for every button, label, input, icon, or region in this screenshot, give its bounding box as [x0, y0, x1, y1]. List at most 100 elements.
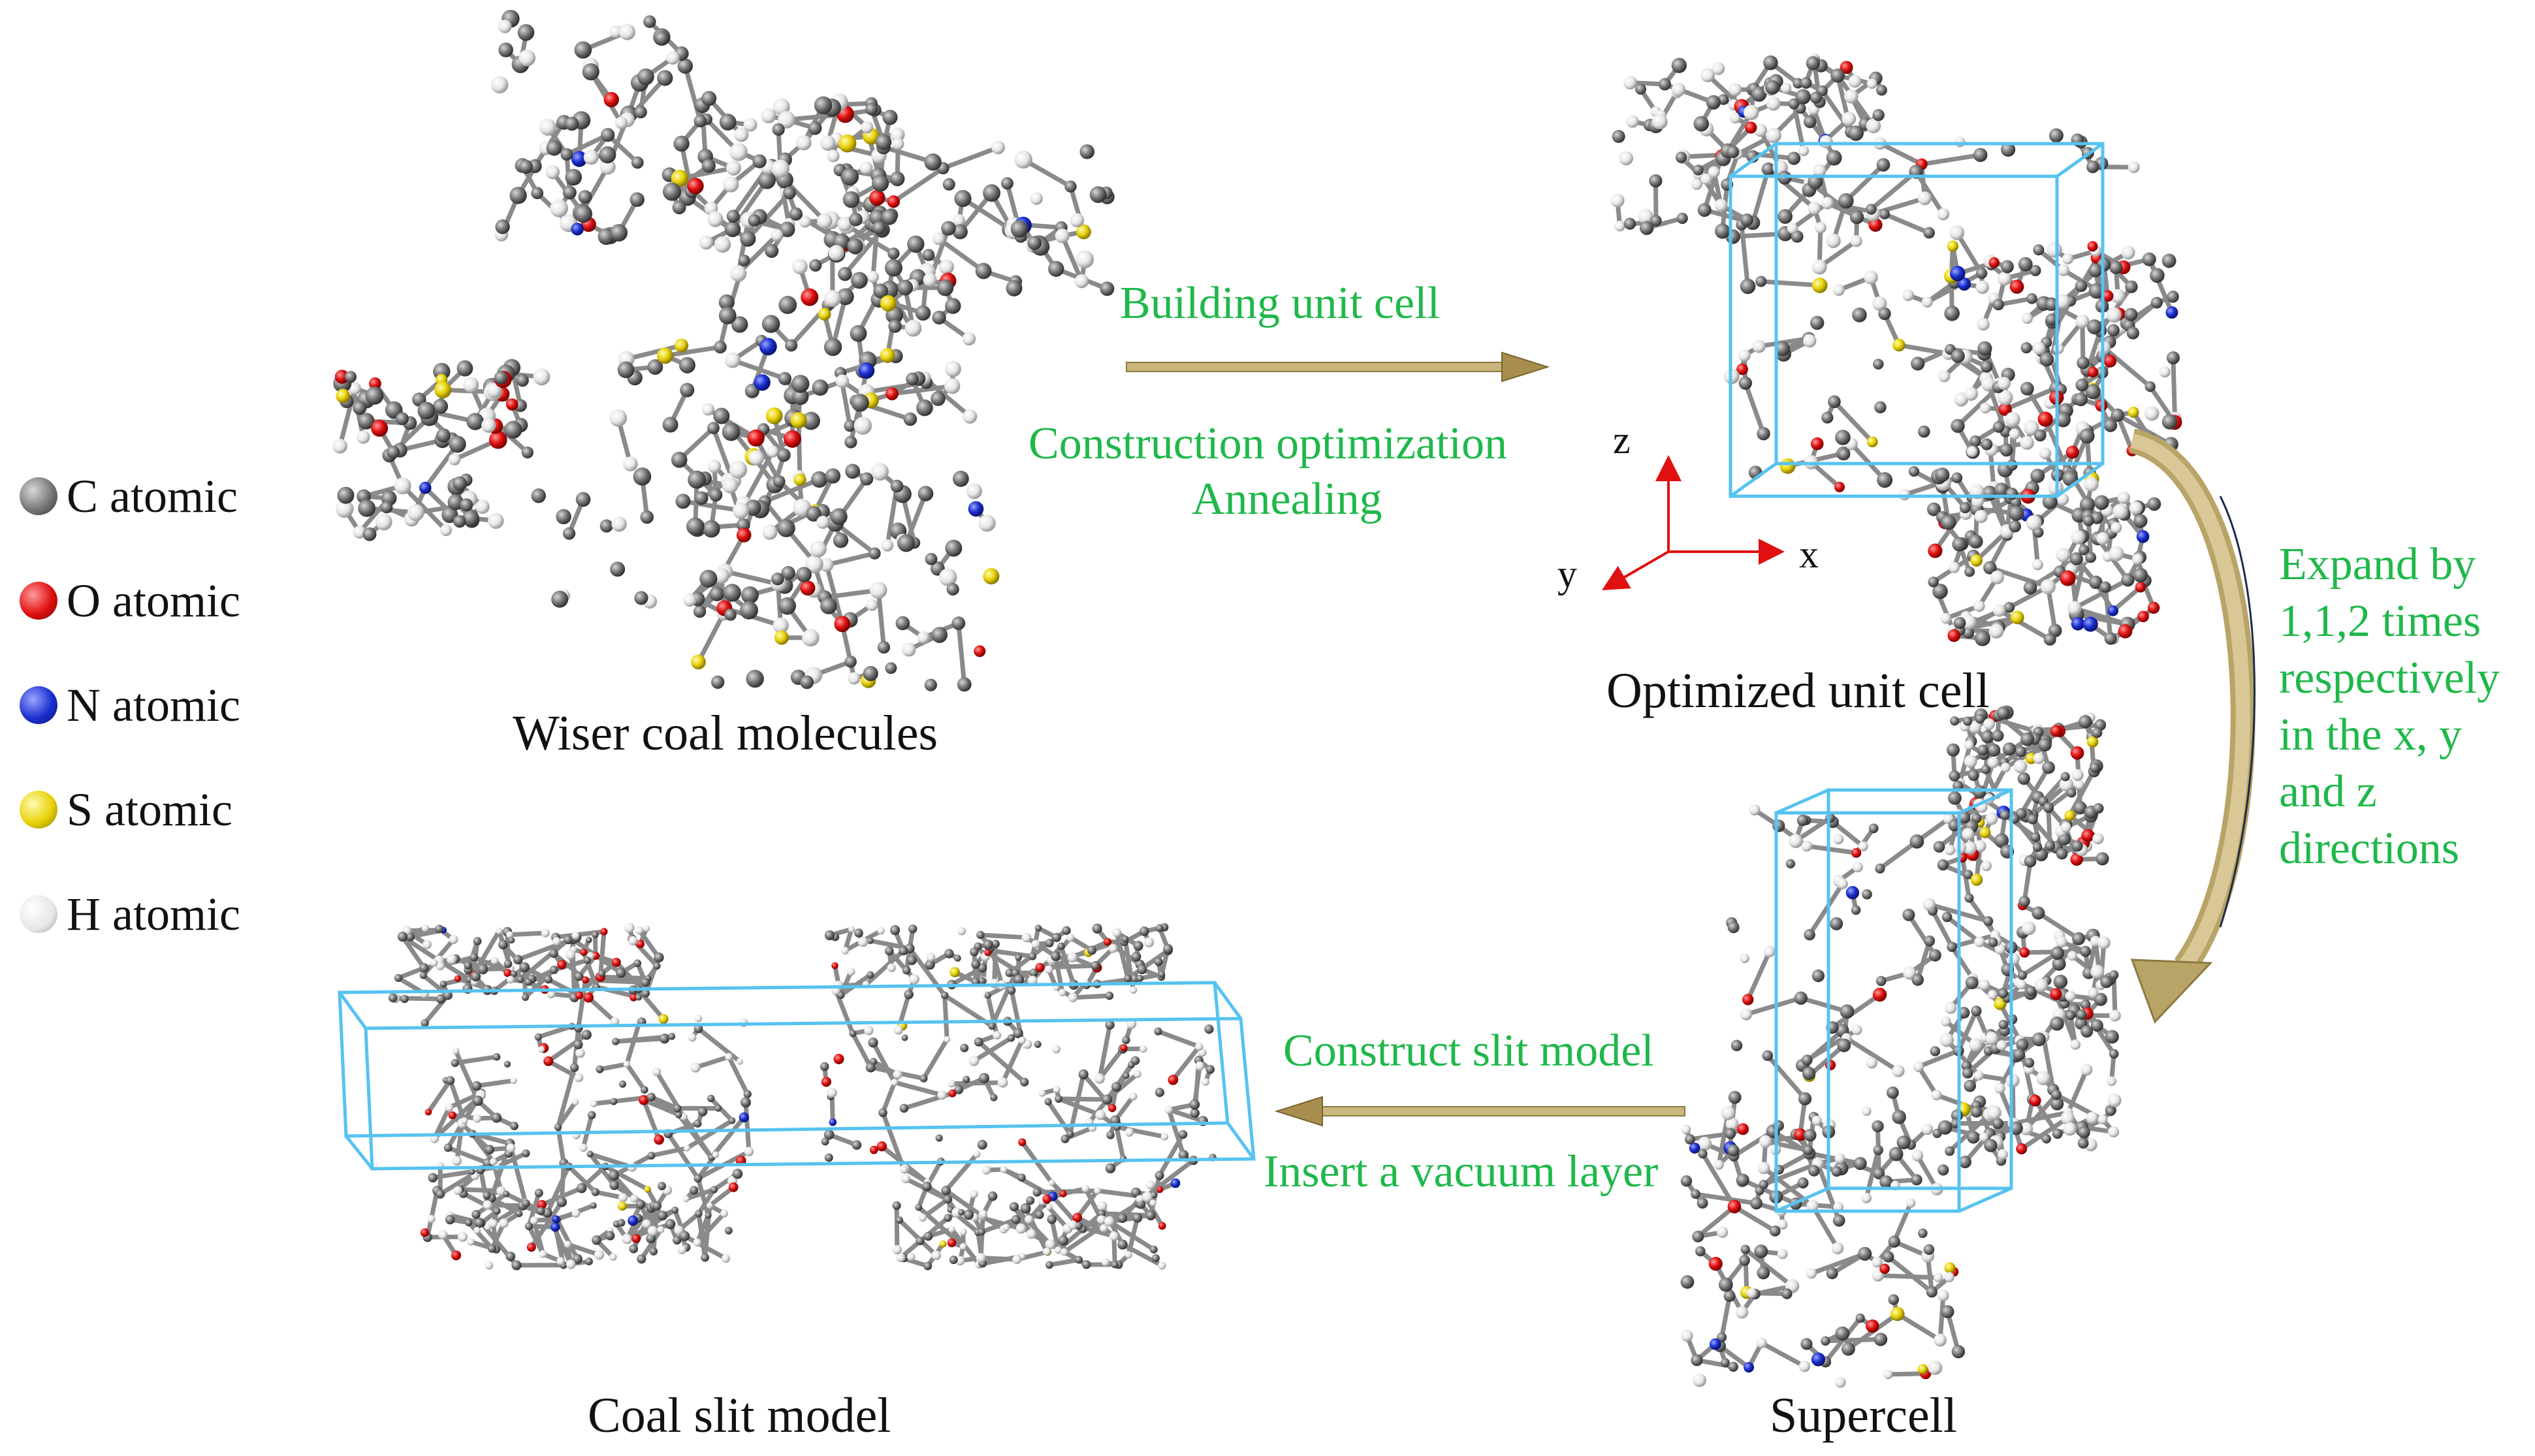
hydrogen-atom [682, 1195, 690, 1203]
axes-triad [1602, 455, 1785, 591]
hydrogen-atom [1981, 860, 1992, 872]
hydrogen-atom [991, 140, 1005, 155]
carbon-atom [922, 249, 935, 261]
hydrogen-atom [720, 1209, 728, 1218]
carbon-atom [1765, 80, 1780, 95]
carbon-atom [397, 931, 408, 942]
hydrogen-atom [997, 1077, 1008, 1088]
carbon-atom [699, 569, 718, 588]
carbon-atom [707, 422, 720, 434]
carbon-atom [2161, 414, 2178, 430]
hydrogen-atom [448, 453, 461, 466]
y-axis-arrow [1602, 550, 1670, 591]
bond [1766, 1054, 1807, 1101]
carbon-atom [2081, 1025, 2094, 1038]
hydrogen-atom [1068, 1220, 1077, 1230]
hydrogen-atom [734, 127, 749, 142]
bond [893, 1080, 943, 1098]
oxygen-atom [2135, 581, 2146, 593]
hydrogen-atom [2021, 313, 2033, 324]
bond [1870, 170, 1918, 212]
carbon-atom [1879, 1175, 1893, 1189]
carbon-atom [1693, 165, 1704, 176]
hydrogen-ball-icon [20, 895, 57, 933]
carbon-atom [1078, 1069, 1089, 1080]
carbon-atom [984, 992, 991, 999]
carbon-atom [616, 968, 626, 978]
carbon-atom [634, 591, 648, 605]
hydrogen-atom [932, 232, 946, 245]
sulfur-atom [1890, 1306, 1905, 1321]
carbon-atom [1007, 1034, 1015, 1042]
carbon-atom [647, 359, 663, 375]
bond [972, 1036, 1013, 1063]
hydrogen-atom [926, 953, 936, 962]
bond [2020, 1116, 2069, 1151]
carbon-atom [1718, 1277, 1733, 1292]
hydrogen-atom [1753, 123, 1767, 137]
carbon-atom [1029, 968, 1038, 977]
hydrogen-atom [730, 265, 747, 282]
hydrogen-atom [955, 1256, 965, 1266]
hydrogen-atom [1922, 898, 1936, 911]
hydrogen-atom [1844, 89, 1858, 104]
bond [639, 1228, 663, 1261]
carbon-atom [1772, 819, 1785, 832]
carbon-atom [658, 1182, 666, 1190]
bond [956, 623, 967, 685]
hydrogen-atom [2107, 1094, 2122, 1107]
carbon-atom [1981, 438, 1993, 451]
hydrogen-atom [1096, 1201, 1108, 1211]
hydrogen-atom [1045, 1239, 1056, 1250]
nitrogen-atom [858, 362, 875, 379]
carbon-atom [1130, 1056, 1140, 1066]
carbon-atom [1121, 935, 1129, 943]
oxygen-atom [1866, 1319, 1879, 1333]
hydrogen-atom [2070, 1039, 2081, 1050]
hydrogen-atom [802, 629, 820, 647]
hydrogen-atom [1766, 127, 1781, 144]
sulfur-atom [949, 967, 960, 977]
carbon-atom [465, 1218, 473, 1227]
hydrogen-atom [816, 515, 830, 530]
carbon-atom [483, 1191, 491, 1200]
carbon-atom [983, 940, 993, 950]
hydrogen-atom [1990, 570, 2004, 584]
hydrogen-atom [1048, 1179, 1055, 1186]
carbon-atom [824, 1153, 833, 1162]
carbon-atom [936, 279, 954, 296]
carbon-atom [777, 519, 795, 537]
nitrogen-atom [550, 1222, 560, 1232]
carbon-atom [1794, 991, 1808, 1005]
carbon-atom [1949, 770, 1960, 782]
carbon-atom [1698, 1148, 1708, 1159]
carbon-atom [1048, 261, 1064, 277]
oxygen-atom [2101, 290, 2114, 302]
carbon-atom [456, 360, 473, 377]
oxygen-atom [1868, 217, 1883, 232]
oxygen-atom [1168, 1074, 1179, 1085]
hydrogen-atom [1777, 1248, 1788, 1259]
hydrogen-atom [467, 1238, 475, 1246]
carbon-atom [2041, 1134, 2052, 1144]
sulfur-ball-icon [20, 791, 57, 829]
hydrogen-atom [1851, 1024, 1862, 1036]
carbon-atom [453, 514, 466, 528]
carbon-atom [534, 1188, 543, 1197]
carbon-atom [2005, 487, 2018, 500]
carbon-atom [1930, 1046, 1941, 1056]
hydrogen-atom [1145, 1180, 1155, 1190]
carbon-atom [2094, 992, 2107, 1006]
carbon-atom [560, 148, 573, 161]
hydrogen-atom [938, 568, 957, 586]
carbon-atom [2045, 313, 2058, 326]
carbon-atom [718, 306, 737, 324]
carbon-atom [2050, 1097, 2064, 1111]
carbon-atom [2032, 906, 2045, 920]
carbon-atom [1122, 1036, 1130, 1045]
carbon-atom [2027, 814, 2038, 825]
hydrogen-atom [1862, 1106, 1872, 1116]
carbon-atom [1015, 954, 1022, 961]
carbon-atom [796, 567, 812, 582]
carbon-atom [1872, 1120, 1884, 1133]
